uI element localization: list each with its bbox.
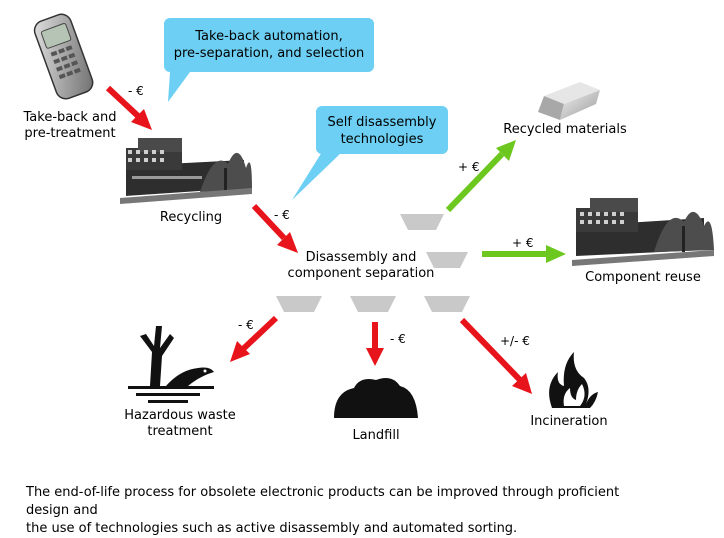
node-hazardous-label: Hazardous waste treatment	[112, 408, 248, 440]
cost-label: - €	[128, 84, 144, 98]
phone-icon	[33, 13, 94, 100]
cost-label: - €	[238, 318, 254, 332]
node-takeback-label: Take-back and pre-treatment	[12, 110, 128, 142]
funnel-icon	[426, 252, 468, 268]
node-component-reuse-label: Component reuse	[585, 270, 701, 285]
cost-label: + €	[458, 160, 480, 174]
callout-bubble-self-disassembly	[292, 106, 448, 200]
node-recycling-label: Recycling	[159, 210, 223, 225]
node-takeback-line2: pre-treatment	[24, 126, 116, 141]
figure-caption: The end-of-life process for obsolete ele…	[26, 484, 666, 538]
arrow-takeback-to-recycling	[105, 85, 152, 130]
cost-label: - €	[390, 332, 406, 346]
cost-label: +/- €	[500, 334, 530, 348]
fire-icon	[549, 352, 598, 408]
recycling-factory-icon	[120, 138, 252, 204]
arrow-recycling-to-disassembly	[251, 203, 298, 253]
arrow-to-hazardous	[230, 315, 279, 362]
cost-label: - €	[274, 208, 290, 222]
node-hazardous-line1: Hazardous waste	[124, 408, 236, 423]
cost-label: + €	[512, 236, 534, 250]
arrow-to-incineration	[459, 317, 532, 394]
hazard-symbol-icon	[128, 326, 214, 403]
callout-self-disassembly-line1: Self disassembly	[327, 115, 437, 130]
component-reuse-factory-icon	[572, 198, 714, 266]
callout-takeback-line1: Take-back automation,	[195, 29, 343, 44]
funnel-icon	[424, 296, 470, 312]
arrow-to-landfill	[366, 322, 384, 366]
arrow-to-component-reuse	[482, 245, 566, 263]
node-incineration-label: Incineration	[530, 414, 608, 429]
callout-self-disassembly-line2: technologies	[340, 132, 424, 147]
funnel-icon	[350, 296, 396, 312]
callout-bubble-takeback	[164, 18, 374, 102]
callout-takeback-text: Take-back automation, pre-separation, an…	[164, 28, 374, 62]
caption-line1: The end-of-life process for obsolete ele…	[26, 485, 620, 518]
funnel-icon	[276, 296, 322, 312]
arrow-to-recycled-materials	[445, 140, 516, 213]
callout-self-disassembly-text: Self disassembly technologies	[316, 114, 448, 148]
node-takeback-line1: Take-back and	[23, 110, 117, 125]
metal-ingot-icon	[538, 82, 600, 120]
node-disassembly-line1: Disassembly and	[305, 250, 417, 265]
node-disassembly-label: Disassembly and component separation	[276, 250, 446, 282]
funnel-icon	[400, 214, 444, 230]
landfill-mound-icon	[334, 378, 418, 418]
node-recycled-materials-label: Recycled materials	[503, 122, 627, 137]
callout-takeback-line2: pre-separation, and selection	[173, 46, 365, 61]
node-hazardous-line2: treatment	[147, 424, 213, 439]
node-landfill-label: Landfill	[352, 428, 400, 443]
caption-line2: the use of technologies such as active d…	[26, 521, 518, 536]
node-disassembly-line2: component separation	[287, 266, 435, 281]
